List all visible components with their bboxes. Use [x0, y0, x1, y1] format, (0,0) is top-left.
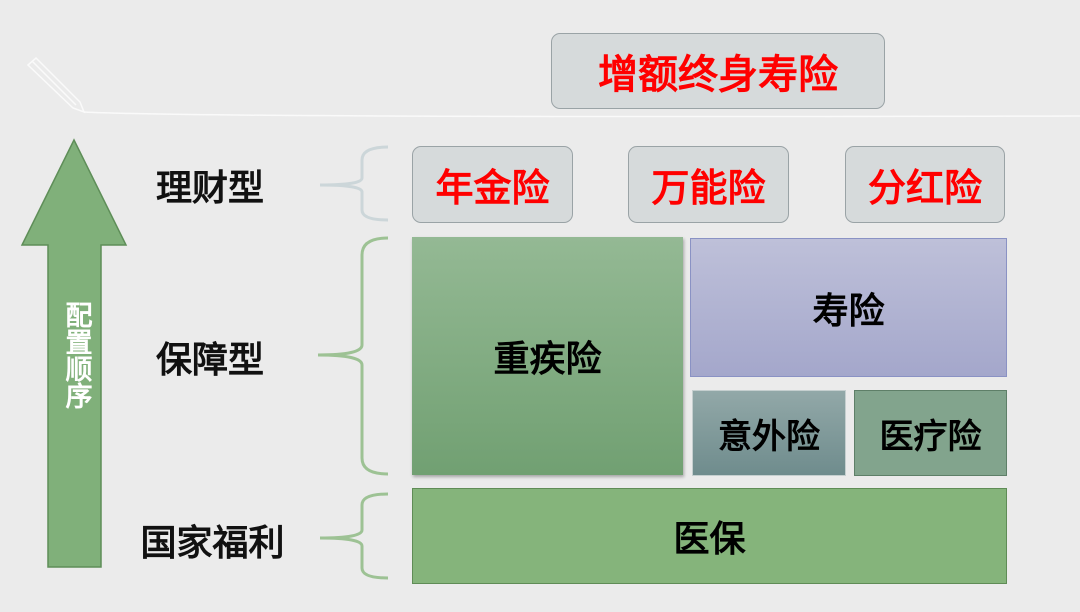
up-arrow-icon [20, 138, 128, 568]
tier-label-welfare: 国家福利 [140, 523, 285, 564]
tier-label-protection: 保障型 [155, 340, 264, 381]
product-life: 寿险 [690, 238, 1007, 377]
brace-group [317, 145, 389, 580]
product-universal-life: 万能险 [628, 146, 789, 223]
brace-welfare [319, 492, 389, 580]
product-participating: 分红险 [845, 146, 1005, 223]
brace-protection [317, 236, 389, 476]
product-accident: 意外险 [692, 390, 846, 476]
brace-wealth [319, 145, 389, 222]
product-increasing-whole-life: 增额终身寿险 [551, 33, 885, 109]
pencil-icon [26, 56, 1080, 118]
product-critical-illness: 重疾险 [412, 237, 683, 475]
product-medical-insurance: 医保 [412, 488, 1007, 584]
product-medical: 医疗险 [854, 390, 1007, 476]
arrow-label: 配置顺序 [60, 301, 92, 409]
tier-label-wealth: 理财型 [155, 168, 264, 209]
product-annuity: 年金险 [412, 146, 573, 223]
